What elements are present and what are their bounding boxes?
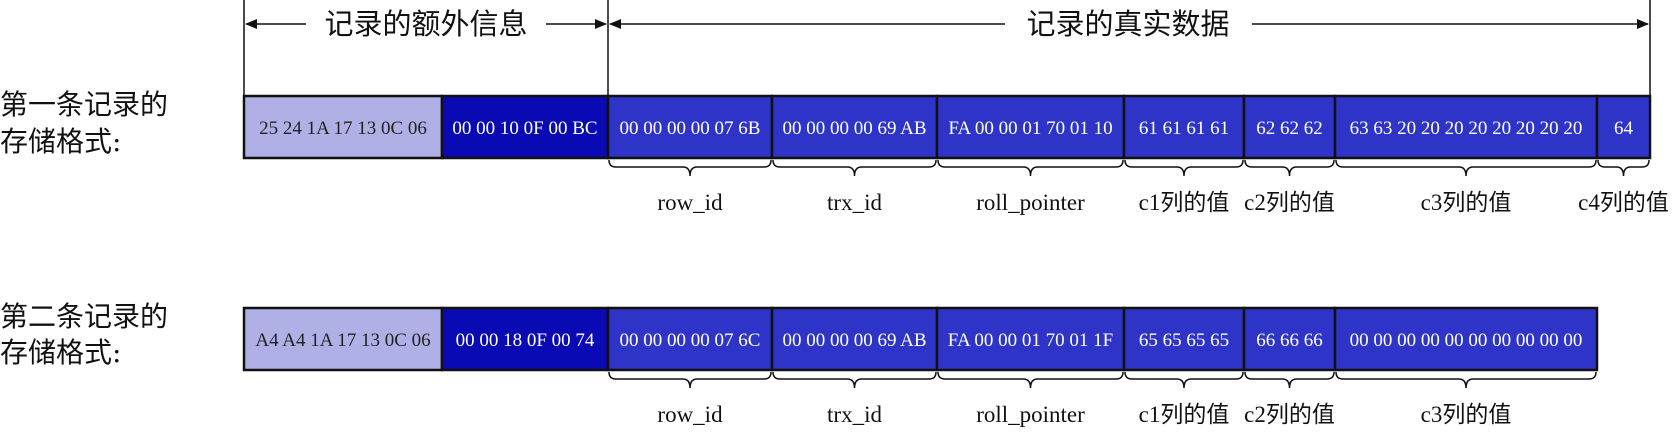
record-1-brace-1 <box>608 159 772 177</box>
record-1-cell-2-text: 00 00 10 0F 00 BC <box>452 118 597 139</box>
record-1-label-line2: 存储格式: <box>0 125 121 158</box>
record-1-cell-1 <box>242 94 444 160</box>
record-1-brace-5 <box>1244 159 1335 177</box>
record-2-cell-4-text: 00 00 00 00 69 AB <box>782 330 926 351</box>
record-1: 第一条记录的 存储格式: 25 24 1A 17 13 0C 06 00 00 1… <box>0 88 1669 215</box>
record-2-cell-8 <box>1333 306 1599 372</box>
record-2-column-label-6: c3列的值 <box>1421 402 1512 427</box>
record-2-brace-4 <box>1124 371 1244 389</box>
record-2-brace-3 <box>937 371 1124 389</box>
record-1-cell-6 <box>1122 94 1246 160</box>
record-1-brace-6 <box>1335 159 1597 177</box>
record-2-column-label-2: trx_id <box>827 402 882 427</box>
record-1-cell-4 <box>770 94 939 160</box>
record-1-cell-4-text: 00 00 00 00 69 AB <box>782 118 926 139</box>
record-2-cell-2-text: 00 00 18 0F 00 74 <box>456 330 595 351</box>
record-1-column-label-5: c2列的值 <box>1244 190 1335 215</box>
record-1-column-label-3: roll_pointer <box>976 190 1085 215</box>
record-2-cell-7-text: 66 66 66 <box>1256 330 1323 351</box>
record-1-label-line1: 第一条记录的 <box>0 88 168 121</box>
record-2-cell-3-text: 00 00 00 00 07 6C <box>620 330 761 351</box>
record-1-brace-7 <box>1597 159 1650 177</box>
real-data-label: 记录的真实数据 <box>1026 7 1229 41</box>
record-1-column-label-6: c3列的值 <box>1421 190 1512 215</box>
record-1-brace-3 <box>937 159 1124 177</box>
record-1-brace-2 <box>772 159 937 177</box>
record-1-cell-7-text: 62 62 62 <box>1256 118 1323 139</box>
record-1-brace-4 <box>1124 159 1244 177</box>
record-1-cell-9-text: 64 <box>1614 118 1634 139</box>
record-2-cell-5-text: FA 00 00 01 70 01 1F <box>948 330 1113 351</box>
record-1-cell-1-text: 25 24 1A 17 13 0C 06 <box>259 118 427 139</box>
record-1-cell-9 <box>1595 94 1652 160</box>
real-data-span: 记录的真实数据 <box>609 0 1651 96</box>
record-2-cell-6-text: 65 65 65 65 <box>1139 330 1229 351</box>
record-2-cell-4 <box>770 306 939 372</box>
record-1-column-label-2: trx_id <box>827 190 882 215</box>
record-2-cell-2 <box>440 306 610 372</box>
record-2-cell-1-text: A4 A4 1A 17 13 0C 06 <box>255 330 430 351</box>
record-2-column-label-3: roll_pointer <box>976 402 1085 427</box>
record-2-brace-2 <box>772 371 937 389</box>
record-2-cells: A4 A4 1A 17 13 0C 06 00 00 18 0F 00 74 00 … <box>242 306 1599 372</box>
record-1-cell-8-text: 63 63 20 20 20 20 20 20 20 20 <box>1350 118 1583 139</box>
record-2-brace-6 <box>1335 371 1597 389</box>
record-2-cell-5 <box>935 306 1126 372</box>
extra-info-span: 记录的额外信息 <box>243 0 609 96</box>
record-2-brace-1 <box>608 371 772 389</box>
record-2-label-line2: 存储格式: <box>0 336 121 369</box>
record-2-column-label-1: row_id <box>657 402 723 427</box>
record-2-brace-5 <box>1244 371 1335 389</box>
record-1-column-label-1: row_id <box>657 190 723 215</box>
record-2-label-line1: 第二条记录的 <box>0 300 168 333</box>
record-2-column-label-5: c2列的值 <box>1244 402 1335 427</box>
record-1-cells: 25 24 1A 17 13 0C 06 00 00 10 0F 00 BC 00 … <box>242 94 1652 160</box>
record-1-braces: row_id trx_id roll_pointer c1列的值 c2列的值 c3列的值 c… <box>608 159 1669 215</box>
record-1-column-label-7: c4列的值 <box>1578 190 1669 215</box>
record-2: 第二条记录的 存储格式: A4 A4 1A 17 13 0C 06 00 00 1… <box>0 300 1599 427</box>
record-2-column-label-4: c1列的值 <box>1139 402 1230 427</box>
record-2-cell-8-text: 00 00 00 00 00 00 00 00 00 00 <box>1350 330 1583 351</box>
record-1-cell-5 <box>935 94 1126 160</box>
record-1-column-label-4: c1列的值 <box>1139 190 1230 215</box>
record-1-cell-3 <box>606 94 774 160</box>
record-1-cell-6-text: 61 61 61 61 <box>1139 118 1229 139</box>
record-1-cell-5-text: FA 00 00 01 70 01 10 <box>948 118 1112 139</box>
extra-info-label: 记录的额外信息 <box>324 7 527 41</box>
record-1-cell-2 <box>440 94 610 160</box>
record-1-cell-3-text: 00 00 00 00 07 6B <box>620 118 761 139</box>
record-2-braces: row_id trx_id roll_pointer c1列的值 c2列的值 c3列的值 <box>608 371 1597 427</box>
record-2-cell-7 <box>1242 306 1337 372</box>
